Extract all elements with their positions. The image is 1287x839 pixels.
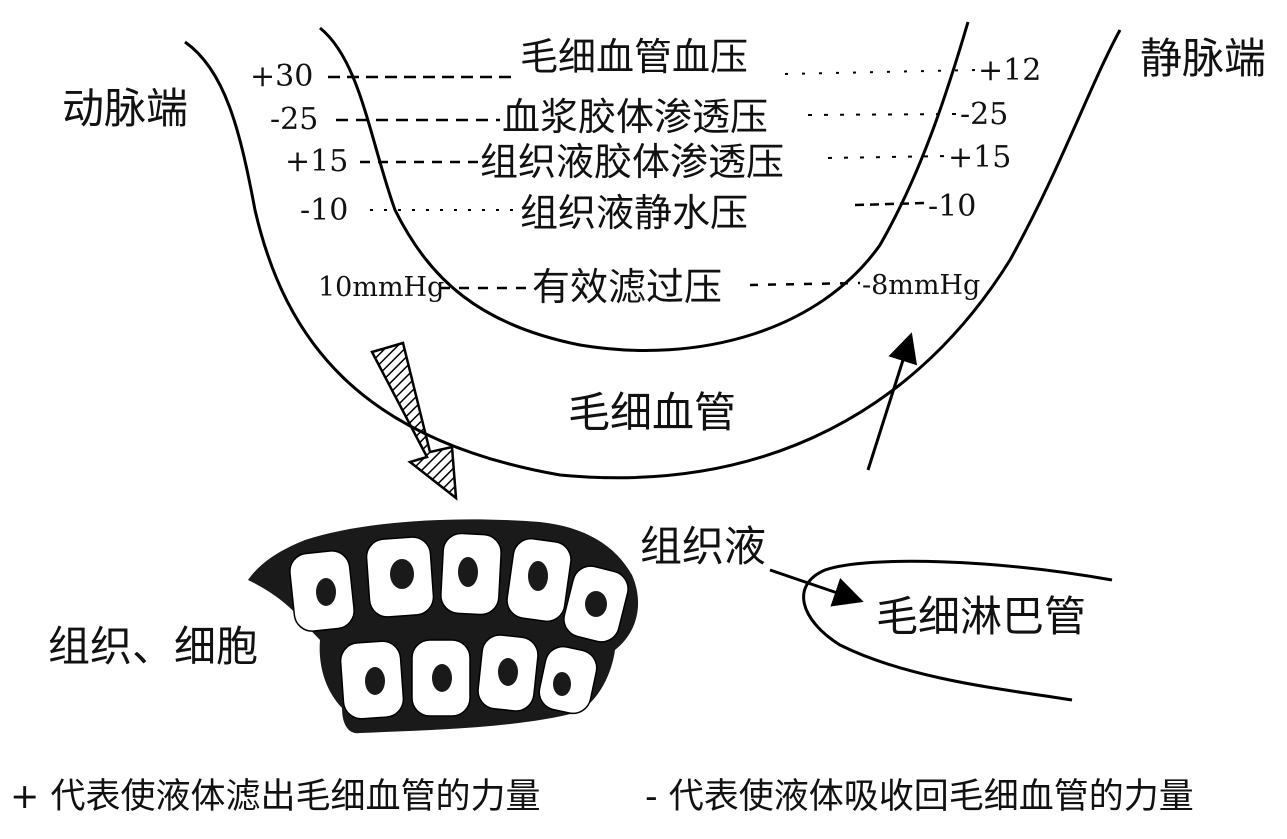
capillary-inner-wall <box>319 21 970 352</box>
capillary-outer-wall <box>184 29 1122 480</box>
capillary-label: 毛细血管 <box>568 388 737 437</box>
lymph-capillary-vessel <box>802 559 1113 702</box>
nucleus <box>458 557 478 587</box>
nucleus <box>498 658 518 686</box>
force-name-tissue-hydrostatic: 组织液静水压 <box>520 191 749 235</box>
nucleus <box>553 672 571 696</box>
venous-value-plasma-oncotic: -25 <box>960 97 1009 132</box>
venous-value-capillary-pressure: +12 <box>978 53 1042 88</box>
tissue-fluid-arrow <box>769 568 864 607</box>
reabsorption-arrow <box>866 332 918 471</box>
lymph-capillary-label: 毛细淋巴管 <box>876 592 1087 641</box>
net-filtration-name: 有效滤过压 <box>532 265 723 309</box>
venous-value-tissue-hydrostatic: -10 <box>928 189 977 224</box>
nucleus <box>316 578 336 606</box>
force-name-plasma-oncotic: 血浆胶体渗透压 <box>502 95 769 139</box>
venous-value-net: -8mmHg <box>862 270 981 301</box>
nucleus <box>432 664 452 692</box>
venous-end-label: 静脉端 <box>1140 34 1267 83</box>
legend-minus: - 代表使液体吸收回毛细血管的力量 <box>645 777 1194 817</box>
arterial-value-capillary-pressure: +30 <box>250 59 314 94</box>
leader-lines <box>328 69 976 290</box>
arterial-value-net: 10mmHg <box>318 272 445 303</box>
nucleus <box>365 667 385 695</box>
arterial-value-tissue-hydrostatic: -10 <box>300 193 349 228</box>
legend-plus: + 代表使液体滤出毛细血管的力量 <box>10 777 541 817</box>
filtration-arrow <box>370 341 458 501</box>
nucleus <box>390 559 414 589</box>
tissue-cells-label: 组织、细胞 <box>48 622 259 671</box>
nucleus <box>585 591 607 617</box>
venous-value-tissue-oncotic: +15 <box>948 140 1012 175</box>
force-name-tissue-oncotic: 组织液胶体渗透压 <box>480 140 785 184</box>
arterial-value-tissue-oncotic: +15 <box>285 144 349 179</box>
tissue-fluid-label: 组织液 <box>640 522 767 571</box>
tissue-cells <box>248 519 639 734</box>
force-name-capillary-pressure: 毛细血管血压 <box>520 35 749 79</box>
nucleus <box>528 561 548 591</box>
arterial-end-label: 动脉端 <box>62 84 189 133</box>
arterial-value-plasma-oncotic: -25 <box>270 102 319 137</box>
